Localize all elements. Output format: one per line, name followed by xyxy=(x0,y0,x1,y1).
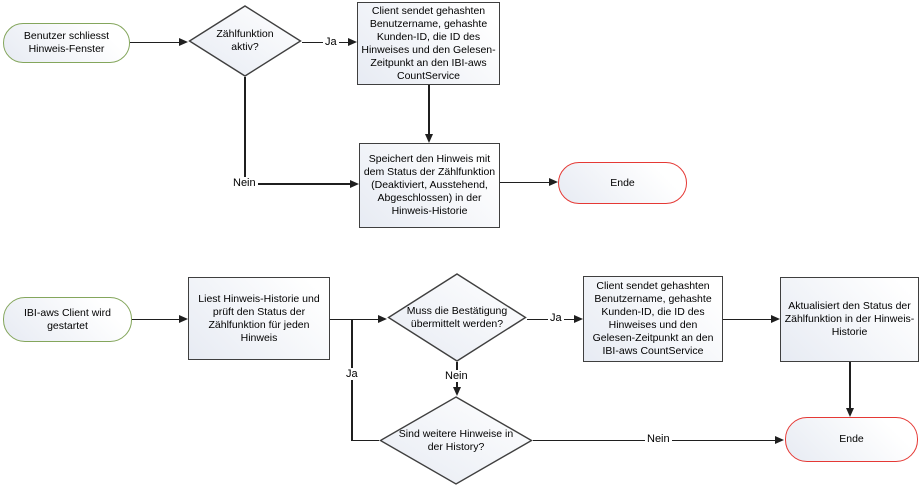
process-label: Speichert den Hinweis mit dem Status der… xyxy=(363,153,496,217)
arrowhead-right-icon xyxy=(549,178,558,186)
connector-store-to-ende-top xyxy=(500,181,549,183)
terminator-label: IBI-aws Client wird gestartet xyxy=(24,306,111,332)
arrowhead-down-icon xyxy=(424,134,433,143)
process-client-sendet-bottom: Client sendet gehashten Benutzername, ge… xyxy=(583,276,723,362)
edge-label-ja-send: Ja xyxy=(548,312,564,324)
edge-label-nein-top: Nein xyxy=(231,177,258,189)
diamond-shape-icon xyxy=(188,5,302,77)
arrowhead-right-icon xyxy=(574,315,583,323)
terminator-ende-bottom: Ende xyxy=(785,417,918,462)
arrowhead-right-icon xyxy=(179,315,188,323)
terminator-label: Benutzer schliesst Hinweis-Fenster xyxy=(23,30,110,55)
edge-label-ja-more: Ja xyxy=(344,368,360,380)
process-label: Client sendet gehashten Benutzername, ge… xyxy=(592,280,714,357)
decision-label: Muss die Bestätigung übermittelt werden? xyxy=(406,304,508,330)
arrowhead-right-icon xyxy=(775,436,784,444)
edge-label-nein-send: Nein xyxy=(443,370,470,382)
process-aktualisiert-status: Aktualisiert den Status der Zählfunktion… xyxy=(780,277,919,362)
connector-start-to-read xyxy=(132,318,179,320)
decision-zaehlfunktion-aktiv: Zählfunktion aktiv? xyxy=(188,5,302,77)
process-client-sendet-top: Client sendet gehashten Benutzername, ge… xyxy=(357,2,500,85)
decision-label: Zählfunktion aktiv? xyxy=(216,28,274,53)
terminator-label: Ende xyxy=(839,433,864,445)
process-label: Client sendet gehashten Benutzername, ge… xyxy=(361,4,496,82)
terminator-label: Ende xyxy=(610,176,635,189)
connector-decision-nein-vertical-top xyxy=(244,77,246,184)
diamond-shape-icon xyxy=(379,396,533,485)
terminator-start-ibi-aws-client: IBI-aws Client wird gestartet xyxy=(3,297,132,342)
process-label: Aktualisiert den Status der Zählfunktion… xyxy=(784,300,915,338)
connector-read-to-decision xyxy=(330,318,378,320)
arrowhead-right-icon xyxy=(771,315,780,323)
connector-more-ja-horizontal xyxy=(351,439,379,441)
decision-label: Sind weitere Hinweise in der History? xyxy=(398,427,514,453)
process-label: Liest Hinweis-Historie und prüft den Sta… xyxy=(198,292,320,344)
arrowhead-right-icon xyxy=(350,180,359,188)
process-liest-historie: Liest Hinweis-Historie und prüft den Sta… xyxy=(188,277,330,360)
arrowhead-right-icon xyxy=(378,315,387,323)
connector-send-to-update xyxy=(723,318,771,320)
arrowhead-right-icon xyxy=(348,38,357,46)
process-speichert-hinweis: Speichert den Hinweis mit dem Status der… xyxy=(359,143,500,228)
decision-weitere-hinweise: Sind weitere Hinweise in der History? xyxy=(379,396,533,485)
connector-start-to-decision-top xyxy=(130,41,179,43)
terminator-ende-top: Ende xyxy=(558,162,687,204)
decision-bestaetigung-uebermitteln: Muss die Bestätigung übermittelt werden? xyxy=(387,273,527,362)
connector-update-to-ende xyxy=(849,362,851,408)
arrowhead-down-icon xyxy=(452,387,461,396)
connector-decision-nein-horizontal-top xyxy=(244,183,350,185)
diamond-shape-icon xyxy=(387,273,527,362)
arrowhead-right-icon xyxy=(179,38,188,46)
terminator-start-benutzer-schliesst-hinweis-fenster: Benutzer schliesst Hinweis-Fenster xyxy=(3,23,130,63)
arrowhead-down-icon xyxy=(845,408,854,417)
edge-label-nein-more: Nein xyxy=(645,433,672,445)
edge-label-ja-top: Ja xyxy=(323,36,339,48)
connector-send-to-store-top xyxy=(428,85,430,134)
